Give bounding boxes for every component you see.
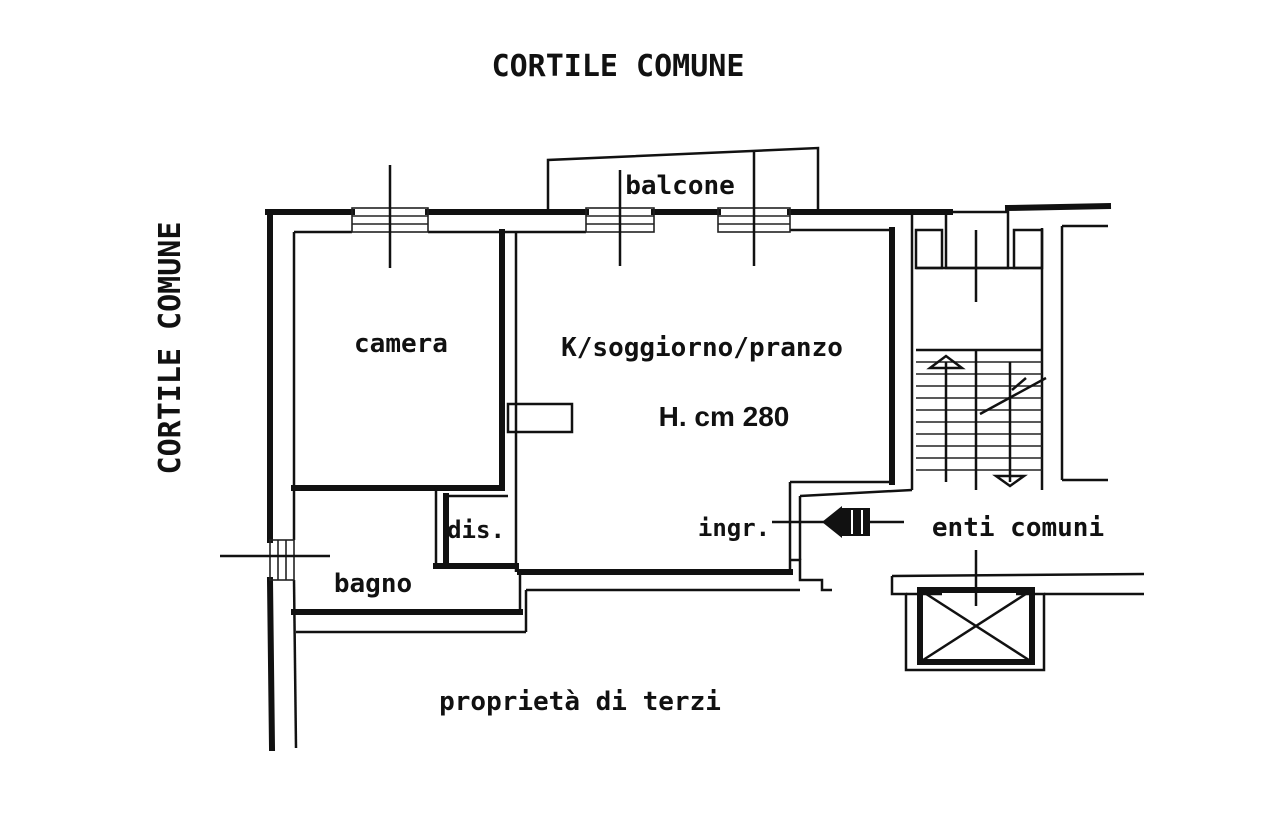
entrance-arrow	[772, 506, 904, 538]
balcony	[546, 146, 820, 210]
elevator-shaft	[890, 550, 1145, 672]
courtyard-top-label: CORTILE COMUNE	[492, 49, 745, 84]
third-party-property-label: proprietà di terzi	[439, 687, 721, 717]
closet-label: dis.	[447, 516, 505, 544]
exterior-walls	[265, 202, 1112, 752]
bathroom-label: bagno	[334, 569, 412, 599]
stair-treads	[916, 361, 1042, 471]
entrance-label: ingr.	[698, 514, 770, 542]
interior-partitions	[291, 229, 913, 592]
ceiling-height-label: H. cm 280	[659, 401, 790, 432]
balcony-label: balcone	[625, 171, 735, 201]
courtyard-left-label: CORTILE COMUNE	[153, 222, 188, 475]
bedroom-label: camera	[354, 329, 448, 359]
top-windows	[351, 150, 791, 268]
staircase	[914, 210, 1108, 490]
living-room-label: K/soggiorno/pranzo	[561, 333, 843, 363]
bathroom-window	[220, 539, 330, 581]
common-areas-label: enti comuni	[932, 513, 1104, 543]
